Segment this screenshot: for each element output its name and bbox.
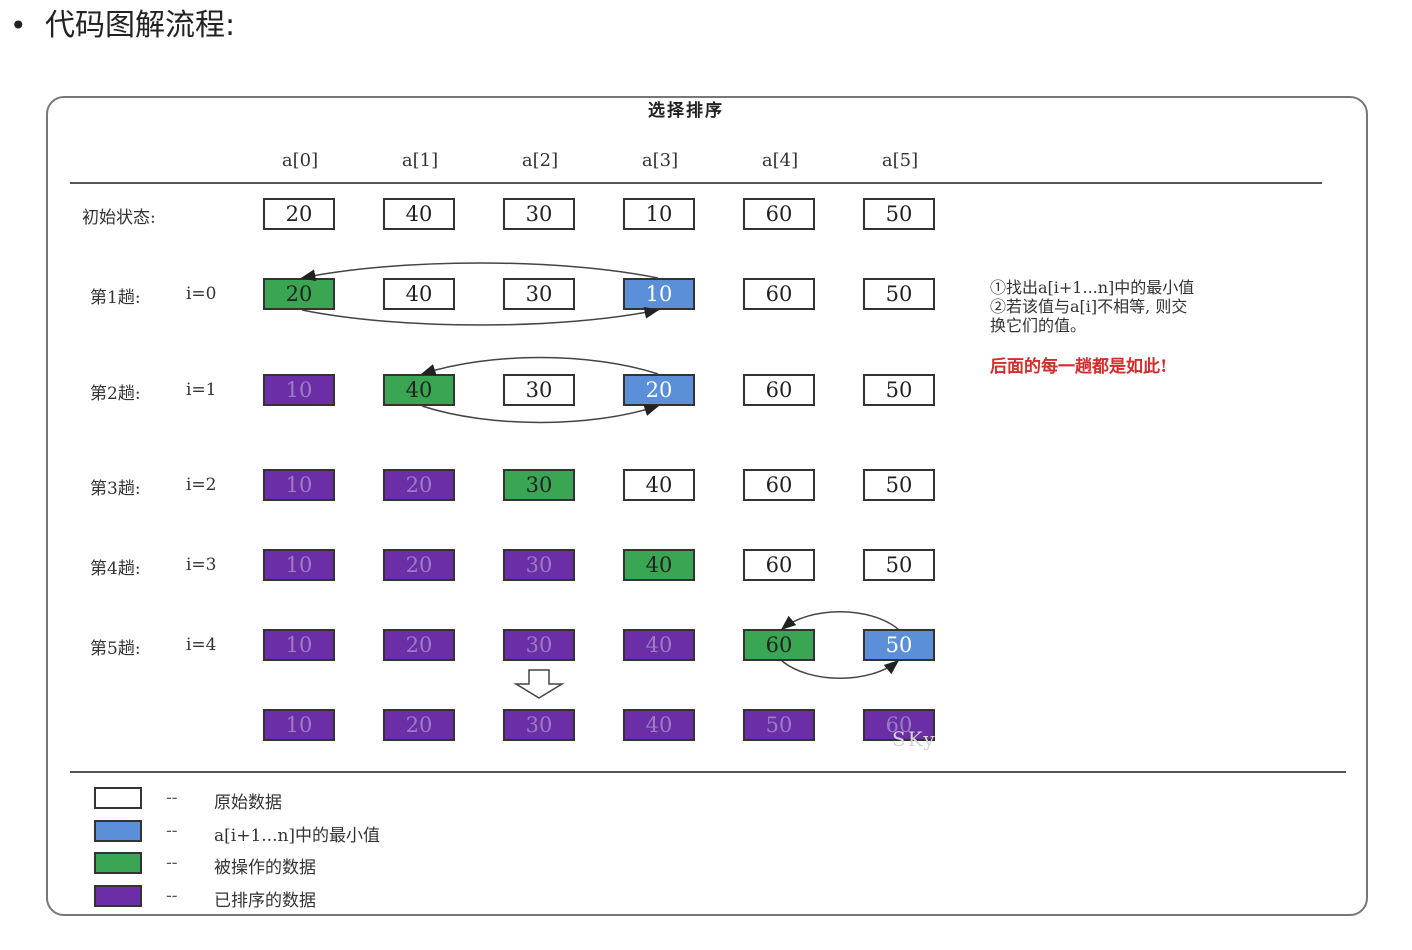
legend-label: 原始数据	[214, 793, 282, 813]
diagram-title: 选择排序	[648, 101, 724, 121]
array-cell: 20	[623, 374, 695, 406]
array-cell: 60	[743, 374, 815, 406]
legend-label: 已排序的数据	[214, 891, 316, 911]
legend-swatch	[94, 820, 142, 842]
legend-dash: --	[166, 788, 178, 807]
array-cell: 40	[623, 709, 695, 741]
array-cell: 10	[263, 374, 335, 406]
row-index: i=2	[186, 475, 217, 495]
column-header: a[3]	[641, 150, 679, 171]
row-index: i=4	[186, 635, 217, 655]
row-index: i=0	[186, 284, 217, 304]
array-cell: 50	[863, 374, 935, 406]
array-cell: 30	[503, 469, 575, 501]
legend-swatch	[94, 885, 142, 907]
diagram-frame	[46, 96, 1368, 916]
array-cell: 50	[743, 709, 815, 741]
array-cell: 60	[743, 198, 815, 230]
array-cell: 50	[863, 549, 935, 581]
array-cell: 20	[383, 709, 455, 741]
array-cell: 40	[383, 374, 455, 406]
row-label: 第2趟:	[90, 384, 141, 404]
array-cell: 60	[743, 629, 815, 661]
note-line-1: ①找出a[i+1...n]中的最小值	[990, 278, 1195, 297]
note-line-2: ②若该值与a[i]不相等, 则交	[990, 297, 1188, 316]
section-heading: 代码图解流程:	[45, 8, 236, 43]
note-line-3: 换它们的值。	[990, 316, 1087, 335]
legend-swatch	[94, 787, 142, 809]
array-cell: 60	[863, 709, 935, 741]
watermark-text: SKy	[892, 727, 937, 751]
row-label: 初始状态:	[82, 208, 156, 228]
row-label: 第3趟:	[90, 479, 141, 499]
legend-dash: --	[166, 821, 178, 840]
column-header: a[2]	[521, 150, 559, 171]
column-header: a[0]	[281, 150, 319, 171]
array-cell: 50	[863, 198, 935, 230]
array-cell: 50	[863, 278, 935, 310]
legend-divider	[70, 771, 1346, 773]
note-highlight: 后面的每一趟都是如此!	[990, 357, 1168, 377]
array-cell: 30	[503, 709, 575, 741]
array-cell: 20	[383, 469, 455, 501]
array-cell: 10	[263, 709, 335, 741]
column-header: a[5]	[881, 150, 919, 171]
legend-label: a[i+1...n]中的最小值	[214, 826, 381, 846]
array-cell: 40	[623, 469, 695, 501]
array-cell: 30	[503, 278, 575, 310]
array-cell: 30	[503, 629, 575, 661]
column-header: a[4]	[761, 150, 799, 171]
array-cell: 20	[263, 278, 335, 310]
array-cell: 30	[503, 549, 575, 581]
legend-swatch	[94, 852, 142, 874]
array-cell: 40	[623, 549, 695, 581]
array-cell: 30	[503, 374, 575, 406]
legend-dash: --	[166, 886, 178, 905]
row-label: 第5趟:	[90, 639, 141, 659]
array-cell: 20	[263, 198, 335, 230]
array-cell: 10	[263, 469, 335, 501]
array-cell: 60	[743, 549, 815, 581]
row-index: i=1	[186, 380, 217, 400]
array-cell: 40	[623, 629, 695, 661]
array-cell: 10	[623, 278, 695, 310]
legend-dash: --	[166, 853, 178, 872]
array-cell: 30	[503, 198, 575, 230]
array-cell: 20	[383, 629, 455, 661]
array-cell: 10	[623, 198, 695, 230]
array-cell: 50	[863, 469, 935, 501]
array-cell: 50	[863, 629, 935, 661]
array-cell: 10	[263, 549, 335, 581]
bullet-dot: •	[10, 9, 27, 42]
column-header: a[1]	[401, 150, 439, 171]
top-divider	[70, 182, 1322, 184]
array-cell: 60	[743, 278, 815, 310]
array-cell: 60	[743, 469, 815, 501]
row-label: 第1趟:	[90, 288, 141, 308]
array-cell: 40	[383, 198, 455, 230]
array-cell: 40	[383, 278, 455, 310]
row-index: i=3	[186, 555, 217, 575]
legend-label: 被操作的数据	[214, 858, 316, 878]
array-cell: 10	[263, 629, 335, 661]
row-label: 第4趟:	[90, 559, 141, 579]
array-cell: 20	[383, 549, 455, 581]
